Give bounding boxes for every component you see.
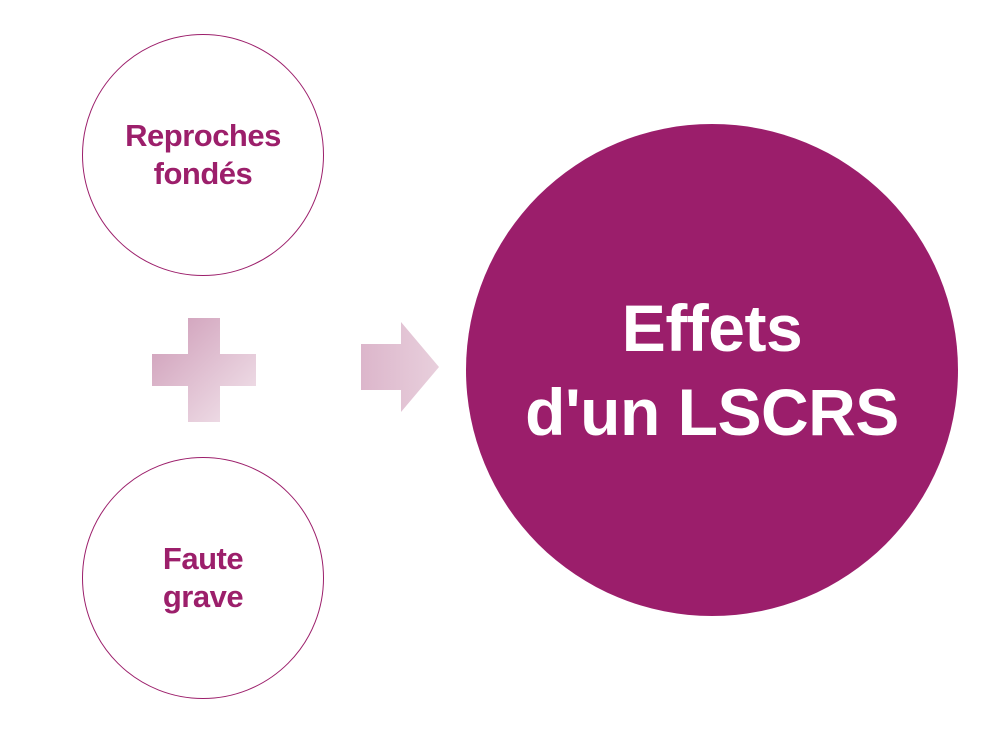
faute-grave-label: Faute grave: [162, 541, 244, 614]
reproches-fondes-circle: Reproches fondés: [82, 34, 324, 276]
effets-lscrs-circle: Effets d'un LSCRS: [466, 124, 958, 616]
arrow-right-icon: [361, 322, 439, 412]
effets-lscrs-label: Effets d'un LSCRS: [525, 291, 899, 449]
faute-grave-circle: Faute grave: [82, 457, 324, 699]
reproches-fondes-label: Reproches fondés: [125, 118, 281, 191]
plus-icon: [152, 318, 256, 422]
